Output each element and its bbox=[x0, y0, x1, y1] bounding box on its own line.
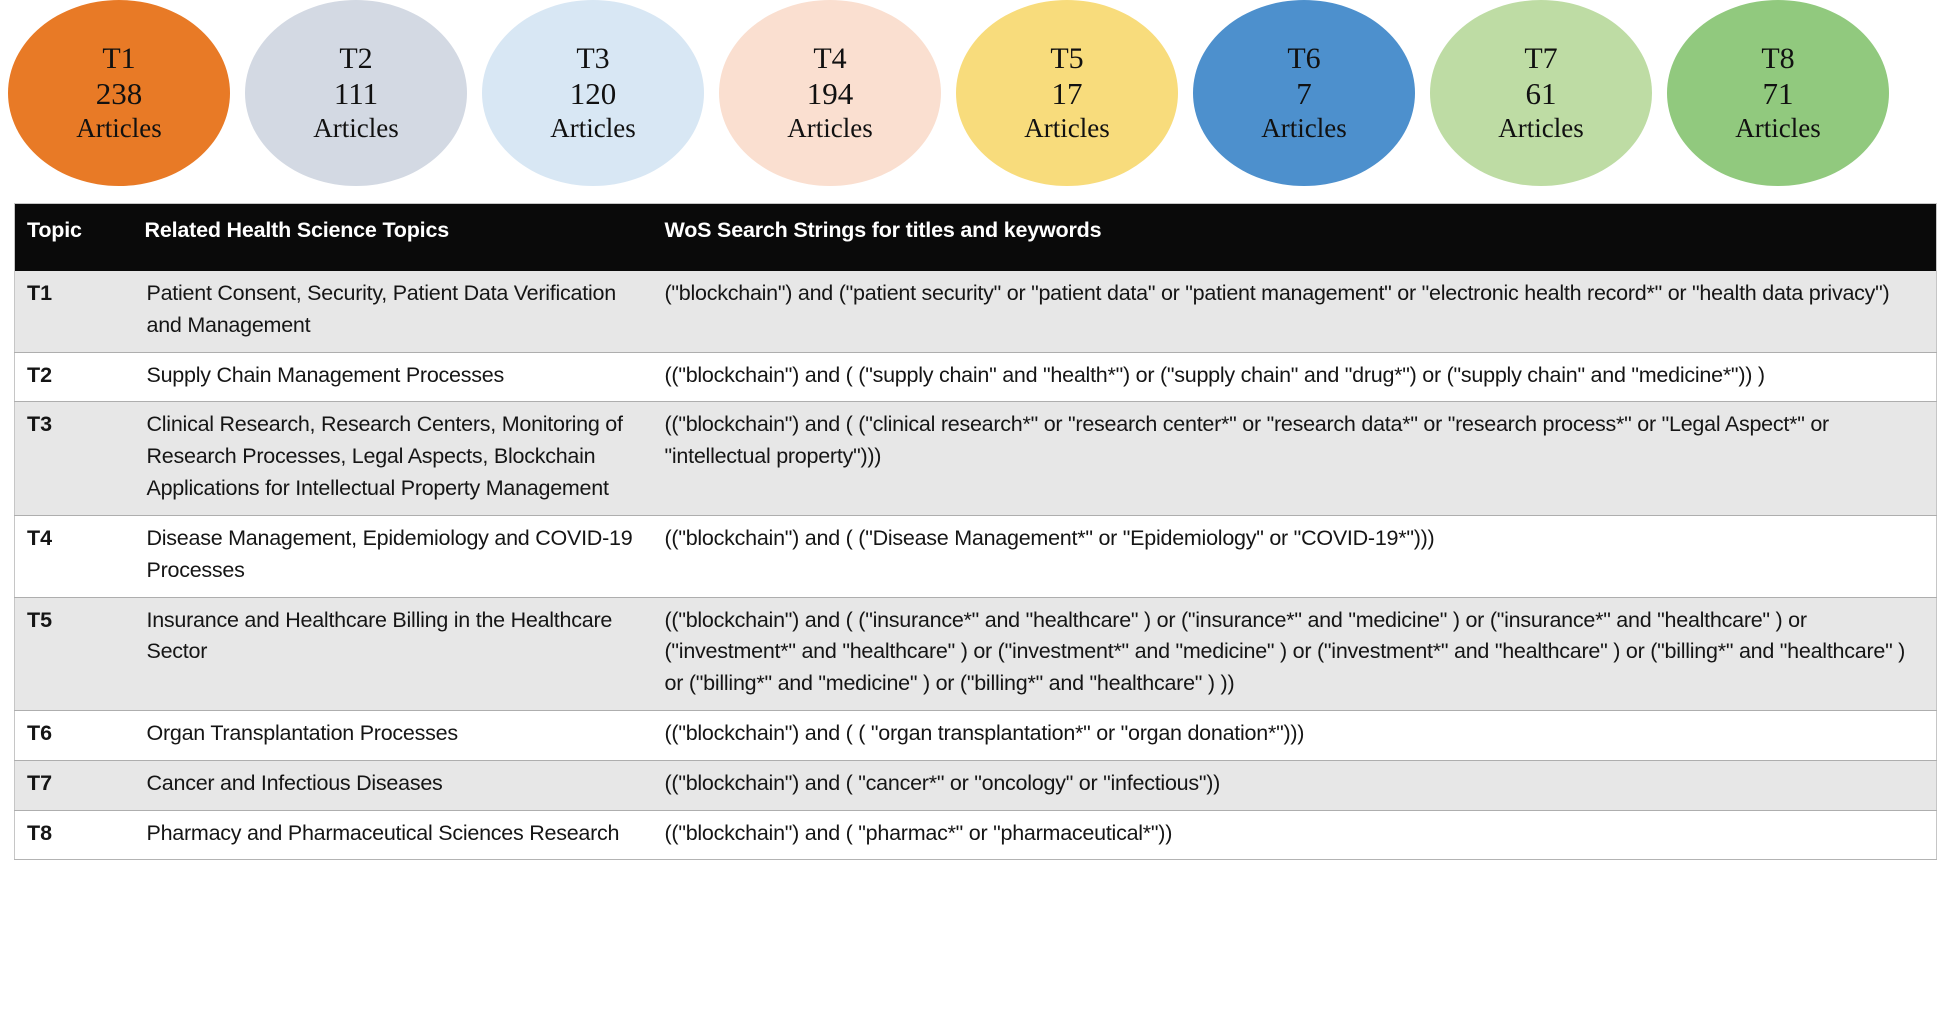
cell-topic: T6 bbox=[14, 709, 135, 761]
topic-bubble-count: 238 bbox=[95, 76, 143, 112]
topic-bubble-id: T8 bbox=[1761, 42, 1795, 76]
topic-bubble-id: T6 bbox=[1287, 42, 1321, 76]
cell-search-string: (("blockchain") and ( "pharmac*" or "pha… bbox=[654, 809, 1937, 861]
column-header-related: Related Health Science Topics bbox=[134, 203, 655, 271]
topic-bubble-id: T4 bbox=[813, 42, 847, 76]
cell-topic: T8 bbox=[14, 809, 135, 861]
cell-search-string: ("blockchain") and ("patient security" o… bbox=[654, 271, 1937, 353]
cell-related-topics: Organ Transplantation Processes bbox=[134, 709, 655, 761]
topic-bubble-unit: Articles bbox=[1261, 113, 1347, 144]
cell-search-string: (("blockchain") and ( "cancer*" or "onco… bbox=[654, 759, 1937, 811]
topic-bubble-count: 61 bbox=[1525, 76, 1557, 112]
cell-search-string: (("blockchain") and ( ("supply chain" an… bbox=[654, 351, 1937, 402]
cell-topic: T4 bbox=[14, 514, 135, 597]
cell-search-string: (("blockchain") and ( ("insurance*" and … bbox=[654, 596, 1937, 711]
topic-bubble-count: 194 bbox=[806, 76, 854, 112]
topic-search-strings-table: Topic Related Health Science Topics WoS … bbox=[14, 203, 1937, 861]
cell-topic: T7 bbox=[14, 759, 135, 811]
column-header-topic: Topic bbox=[14, 203, 135, 271]
topic-bubble-count: 7 bbox=[1296, 76, 1312, 112]
topic-bubble-unit: Articles bbox=[1498, 113, 1584, 144]
topic-bubble-count: 17 bbox=[1051, 76, 1083, 112]
cell-related-topics: Cancer and Infectious Diseases bbox=[134, 759, 655, 811]
cell-topic: T5 bbox=[14, 596, 135, 711]
cell-search-string: (("blockchain") and ( ("Disease Manageme… bbox=[654, 514, 1937, 597]
topic-bubble-count: 120 bbox=[569, 76, 617, 112]
table-header: Topic Related Health Science Topics WoS … bbox=[14, 203, 1937, 271]
cell-topic: T1 bbox=[14, 271, 135, 353]
column-header-search: WoS Search Strings for titles and keywor… bbox=[654, 203, 1937, 271]
cell-search-string: (("blockchain") and ( ( "organ transplan… bbox=[654, 709, 1937, 761]
topic-bubble-unit: Articles bbox=[313, 113, 399, 144]
cell-related-topics: Disease Management, Epidemiology and COV… bbox=[134, 514, 655, 597]
topic-bubble-unit: Articles bbox=[1024, 113, 1110, 144]
topic-table-container: Topic Related Health Science Topics WoS … bbox=[14, 203, 1937, 861]
topic-bubble-id: T5 bbox=[1050, 42, 1084, 76]
topic-bubble-count: 71 bbox=[1762, 76, 1794, 112]
topic-bubble-id: T7 bbox=[1524, 42, 1558, 76]
topic-bubble-unit: Articles bbox=[550, 113, 636, 144]
cell-related-topics: Supply Chain Management Processes bbox=[134, 351, 655, 402]
cell-search-string: (("blockchain") and ( ("clinical researc… bbox=[654, 401, 1937, 516]
topic-bubble-unit: Articles bbox=[1735, 113, 1821, 144]
topic-bubble-unit: Articles bbox=[787, 113, 873, 144]
cell-related-topics: Pharmacy and Pharmaceutical Sciences Res… bbox=[134, 809, 655, 861]
cell-related-topics: Clinical Research, Research Centers, Mon… bbox=[134, 401, 655, 516]
topic-bubble-id: T2 bbox=[339, 42, 373, 76]
cell-related-topics: Patient Consent, Security, Patient Data … bbox=[134, 271, 655, 353]
cell-topic: T2 bbox=[14, 351, 135, 402]
topic-bubble-id: T1 bbox=[102, 42, 136, 76]
topic-bubble-count: 111 bbox=[333, 76, 379, 112]
topic-bubble-unit: Articles bbox=[76, 113, 162, 144]
cell-topic: T3 bbox=[14, 401, 135, 516]
cell-related-topics: Insurance and Healthcare Billing in the … bbox=[134, 596, 655, 711]
table-header-row: Topic Related Health Science Topics WoS … bbox=[14, 203, 1937, 271]
topic-bubble-id: T3 bbox=[576, 42, 610, 76]
